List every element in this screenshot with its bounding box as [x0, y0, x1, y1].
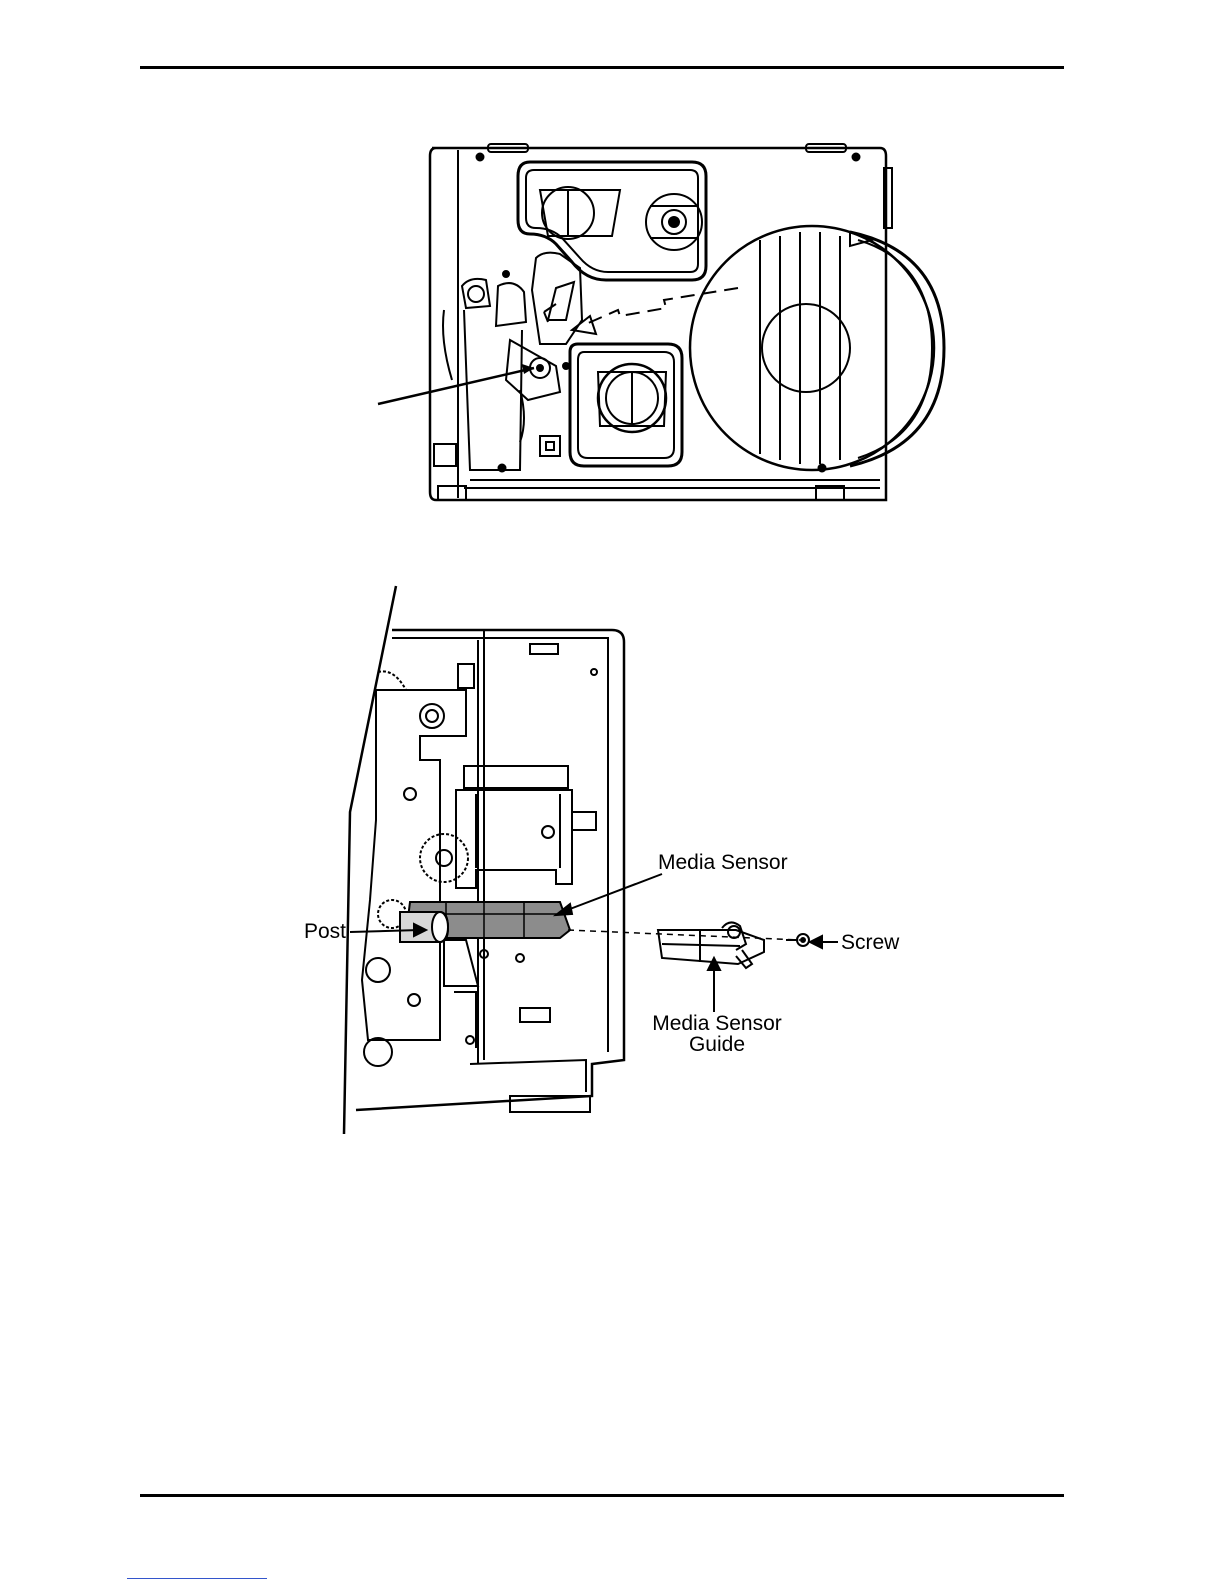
sensor-pointer-line: [378, 368, 534, 404]
printer-side-view: [430, 144, 944, 500]
media-sensor-guide-label-line2: Guide: [689, 1033, 745, 1056]
media-sensor-label: Media Sensor: [658, 851, 788, 874]
screw-label: Screw: [841, 931, 900, 954]
screw-part: [786, 934, 809, 946]
media-sensor-guide-part: [658, 922, 764, 968]
media-sensor-part: [400, 902, 800, 942]
printer-exploded-view: [344, 586, 624, 1134]
post-label: Post: [304, 920, 346, 943]
media-sensor-guide-label-line1: Media Sensor: [652, 1012, 782, 1035]
